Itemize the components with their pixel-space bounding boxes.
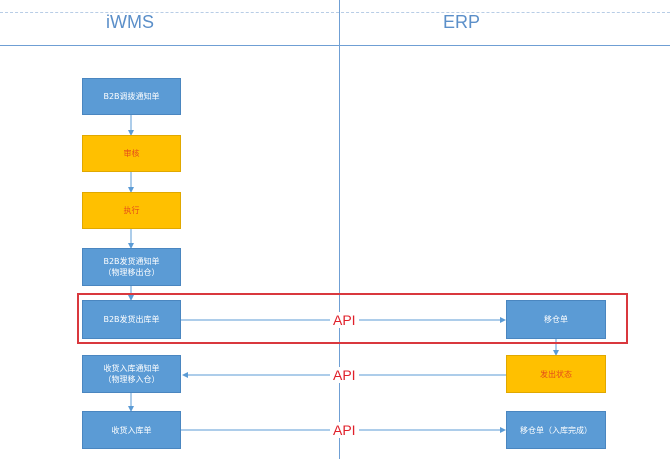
node-receiving-notice: 收货入库通知单 （物理移入仓） — [82, 355, 181, 393]
lane-divider — [339, 0, 340, 459]
api-label-inbound: API — [330, 422, 359, 438]
node-transfer-order: 移仓单 — [506, 300, 606, 339]
node-label: B2B调拨通知单 — [103, 92, 160, 101]
node-b2b-shipping-notice: B2B发货通知单 （物理移出仓） — [82, 248, 181, 286]
node-execute: 执行 — [82, 192, 181, 229]
node-label-line1: B2B发货通知单 — [103, 257, 160, 266]
node-label: 移仓单（入库完成） — [520, 425, 592, 435]
node-transfer-order-done: 移仓单（入库完成） — [506, 411, 606, 449]
node-label-line2: （物理移出仓） — [103, 268, 160, 277]
node-label: B2B发货出库单 — [103, 315, 160, 324]
top-dashed-border — [0, 12, 670, 13]
node-label: 移仓单 — [544, 315, 568, 324]
node-b2b-outbound-order: B2B发货出库单 — [82, 300, 181, 339]
api-label-issue: API — [330, 367, 359, 383]
node-b2b-transfer-notice: B2B调拨通知单 — [82, 78, 181, 115]
node-label: 发出状态 — [540, 369, 572, 379]
lane-header-separator — [0, 45, 670, 46]
lane-header-erp: ERP — [443, 12, 481, 32]
node-label-line1: 收货入库通知单 — [103, 364, 160, 373]
api-label-outbound: API — [330, 312, 359, 328]
node-receiving-inbound-order: 收货入库单 — [82, 411, 181, 449]
node-label: 执行 — [123, 206, 140, 215]
node-issue-status: 发出状态 — [506, 355, 606, 393]
node-label: 审核 — [123, 149, 140, 158]
node-label-line2: （物理移入仓） — [103, 375, 160, 384]
node-review: 审核 — [82, 135, 181, 172]
node-label: 收货入库单 — [111, 425, 152, 435]
highlight-frame — [77, 293, 628, 344]
lane-header-iwms: iWMS — [106, 12, 154, 32]
